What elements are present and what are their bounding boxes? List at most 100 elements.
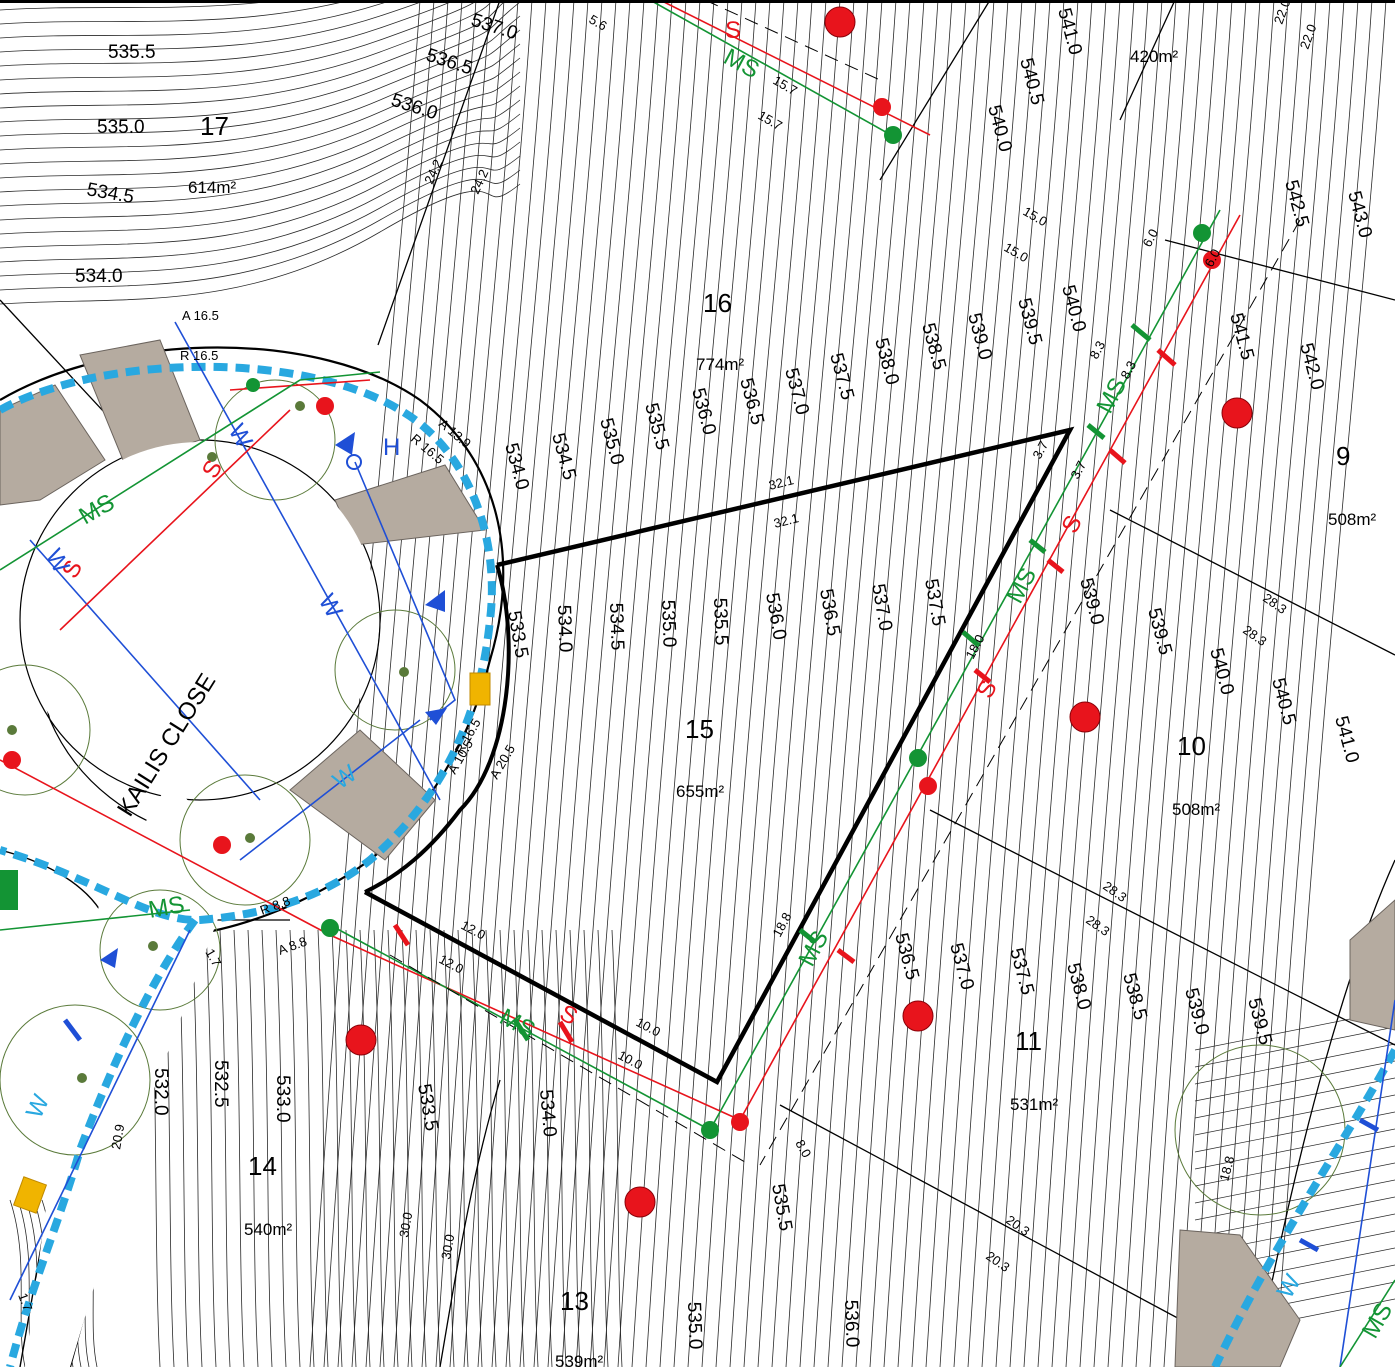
hydrant-label: H: [383, 434, 400, 461]
dimension-label: 18.8: [1216, 1154, 1237, 1182]
sewer-tick: [392, 923, 411, 947]
contour-line: [449, 0, 561, 1367]
lot-area: 508m²: [1328, 510, 1377, 529]
lot-number: 13: [560, 1286, 589, 1316]
contour-label: 534.0: [535, 1089, 560, 1138]
water-tick: [63, 1018, 82, 1042]
contour-line: [561, 0, 673, 1367]
main-sewer-road: [0, 909, 191, 931]
water-tick: [1298, 1237, 1320, 1253]
water-tick: [1358, 1117, 1380, 1133]
contour-line: [519, 0, 631, 1367]
dimension-label: 20.3: [983, 1248, 1012, 1275]
contour-line: [387, 929, 399, 1367]
sewer-lines: [0, 0, 1241, 1121]
contour-label: 536.0: [840, 1299, 863, 1347]
contour-line: [359, 929, 371, 1367]
water-lines: [9, 321, 1395, 1367]
contour-line: [0, 127, 521, 249]
lot-boundary-north-east: [1119, 0, 1176, 121]
lot-area: 508m²: [1172, 800, 1221, 819]
contour-line: [869, 0, 981, 1367]
dimension-label: 8.0: [792, 1137, 814, 1160]
contour-label: 537.5: [825, 351, 858, 402]
contour-label: 535.0: [683, 1301, 706, 1349]
side-entry-pit: [469, 672, 491, 706]
sewer-main-east: [739, 214, 1241, 1121]
contour-line: [771, 0, 883, 1367]
contour-label: 536.5: [815, 587, 844, 637]
contour-line: [463, 0, 575, 1367]
contour-line: [505, 0, 617, 1367]
contour-line: [457, 929, 469, 1367]
lot-boundary-10-11: [929, 809, 1395, 1046]
contour-label: 535.0: [657, 599, 680, 647]
tree-canopy: [214, 379, 336, 501]
contour-label: 541.0: [1053, 6, 1086, 57]
contour-line: [471, 929, 483, 1367]
contour-line: [1194, 1077, 1395, 1119]
dimension-label: 15.7: [771, 73, 800, 99]
contour-line: [365, 0, 477, 1367]
easement-lines: [389, 0, 1301, 1166]
water-main-east: [1339, 999, 1395, 1367]
lot-area: 655m²: [676, 782, 725, 801]
contour-label: 535.5: [767, 1182, 796, 1232]
lot-area: 420m²: [1130, 47, 1179, 66]
lot-number: 16: [703, 288, 732, 318]
sewer-south: [329, 934, 741, 1121]
contour-line: [575, 0, 687, 1367]
contour-label: 536.0: [761, 591, 790, 641]
main-sewer-east: [709, 209, 1221, 1131]
easement-south: [389, 954, 751, 1166]
contour-line: [883, 0, 995, 1367]
contour-line: [547, 0, 659, 1367]
dimension-label: 3.7: [1067, 458, 1089, 481]
contour-line: [1194, 1196, 1395, 1238]
road-pavement-bowl: [22, 442, 378, 798]
contour-line: [1191, 0, 1303, 1367]
contour-line: [219, 929, 231, 1367]
lot-labels: 17 614m² 16 774m² 15 655m² 14 540m² 13 5…: [188, 47, 1377, 1367]
site-marker: [1221, 397, 1253, 429]
contour-label: 540.0: [1057, 283, 1090, 334]
contour-label: 533.5: [413, 1082, 442, 1132]
sewer-tick: [836, 948, 856, 964]
lot-area: 774m²: [696, 355, 745, 374]
dimension-label: 8.3: [1086, 338, 1108, 361]
contour-line: [421, 0, 533, 1367]
contour-line: [0, 43, 521, 165]
contour-line: [1194, 1145, 1395, 1187]
tree-canopy: [334, 609, 456, 731]
contour-line: [981, 0, 1093, 1367]
sheet-border: [0, 0, 1395, 3]
contour-line: [597, 929, 609, 1367]
contour-label: 542.0: [1295, 341, 1328, 392]
tree-trunk: [245, 833, 255, 843]
contour-line: [331, 929, 343, 1367]
main-sewer-tick: [961, 630, 980, 647]
dimension-label: 20.9: [108, 1123, 127, 1151]
contour-line: [0, 183, 521, 305]
street-trees: [0, 379, 1346, 1216]
contour-line: [499, 929, 511, 1367]
contour-line: [1261, 0, 1373, 1367]
contour-line: [0, 85, 521, 207]
dimension-label: 32.1: [772, 510, 800, 531]
contour-line: [1219, 0, 1331, 1367]
dimension-label: 5.6: [587, 12, 610, 34]
contour-label: 535.0: [97, 117, 145, 138]
sewer-junction: [1203, 251, 1221, 269]
main-sewer-tick: [512, 1018, 531, 1042]
contour-line: [687, 0, 799, 1367]
contour-line: [0, 0, 507, 109]
dimension-label: 8.3: [1117, 358, 1139, 381]
contour-label: 537.0: [867, 582, 896, 632]
dimension-label: 6.0: [1201, 246, 1223, 269]
site-marker: [902, 1000, 934, 1032]
contour-line: [583, 929, 595, 1367]
contour-line: [1194, 1060, 1395, 1102]
lot-number: 10: [1177, 731, 1206, 761]
stormwater-lines: [0, 362, 1395, 1367]
